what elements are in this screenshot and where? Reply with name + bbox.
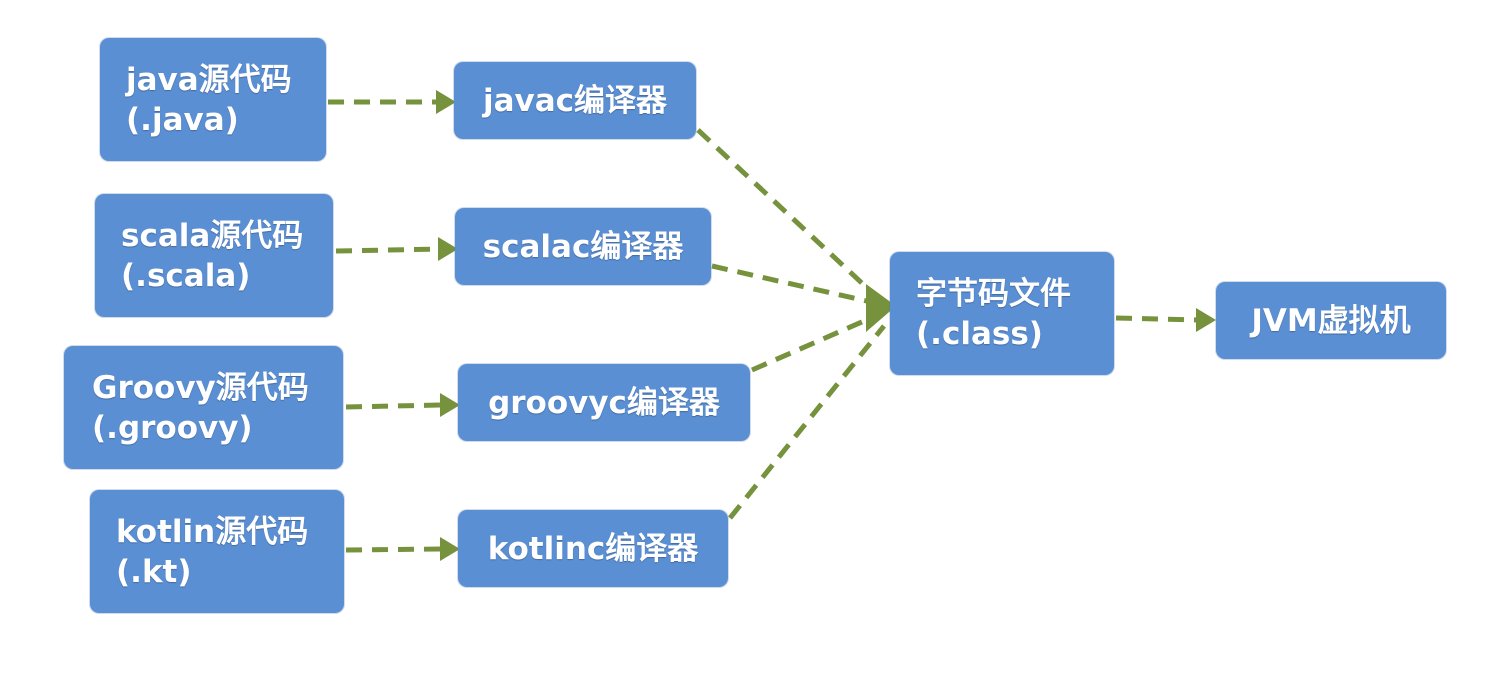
edge-kotlin-to-kotlinc [345,546,443,553]
arrowhead-class-to-jvm [1196,308,1216,332]
edge-groovyc-to-class [750,311,882,373]
jvm-node: JVM虚拟机 [1216,282,1446,359]
java-source-title: java源代码 [126,61,292,98]
kotlin-source-node: kotlin源代码 (.kt) [90,490,344,613]
javac-compiler-node: javac编译器 [454,62,696,139]
java-source-extension: (.java) [126,101,239,138]
groovyc-compiler-node: groovyc编译器 [458,364,750,441]
edge-scalac-to-class [711,263,881,307]
bytecode-file-node: 字节码文件 (.class) [890,252,1114,375]
scala-source-title: scala源代码 [121,217,304,254]
java-source-node: java源代码 (.java) [100,38,326,161]
edge-javac-to-class [696,128,882,302]
edge-groovy-to-groovyc [345,402,443,410]
kotlinc-compiler-label: kotlinc编译器 [487,530,699,567]
arrowhead-java-to-javac [436,90,456,114]
javac-compiler-label: javac编译器 [482,82,668,119]
scala-source-extension: (.scala) [121,257,251,294]
groovy-source-extension: (.groovy) [92,409,253,446]
arrowhead-groovy-to-groovyc [440,393,460,417]
groovy-source-title: Groovy源代码 [92,369,309,406]
bytecode-file-extension: (.class) [916,315,1043,352]
kotlin-source-extension: (.kt) [116,553,192,590]
scalac-compiler-label: scalac编译器 [482,228,684,265]
kotlinc-compiler-node: kotlinc编译器 [458,510,728,587]
scalac-compiler-node: scalac编译器 [455,208,711,285]
scala-source-node: scala源代码 (.scala) [95,194,333,317]
kotlin-source-title: kotlin源代码 [116,513,309,550]
edge-class-to-jvm [1115,315,1199,323]
arrowhead-kotlin-to-kotlinc [440,537,460,561]
edge-scala-to-scalac [335,246,441,254]
arrowhead-into-class [866,284,896,332]
edge-kotlinc-to-class [728,324,886,520]
arrowhead-scala-to-scalac [438,237,458,261]
groovy-source-node: Groovy源代码 (.groovy) [64,346,343,469]
groovyc-compiler-label: groovyc编译器 [488,384,720,421]
jvm-label: JVM虚拟机 [1251,302,1411,339]
bytecode-file-title: 字节码文件 [916,275,1071,312]
